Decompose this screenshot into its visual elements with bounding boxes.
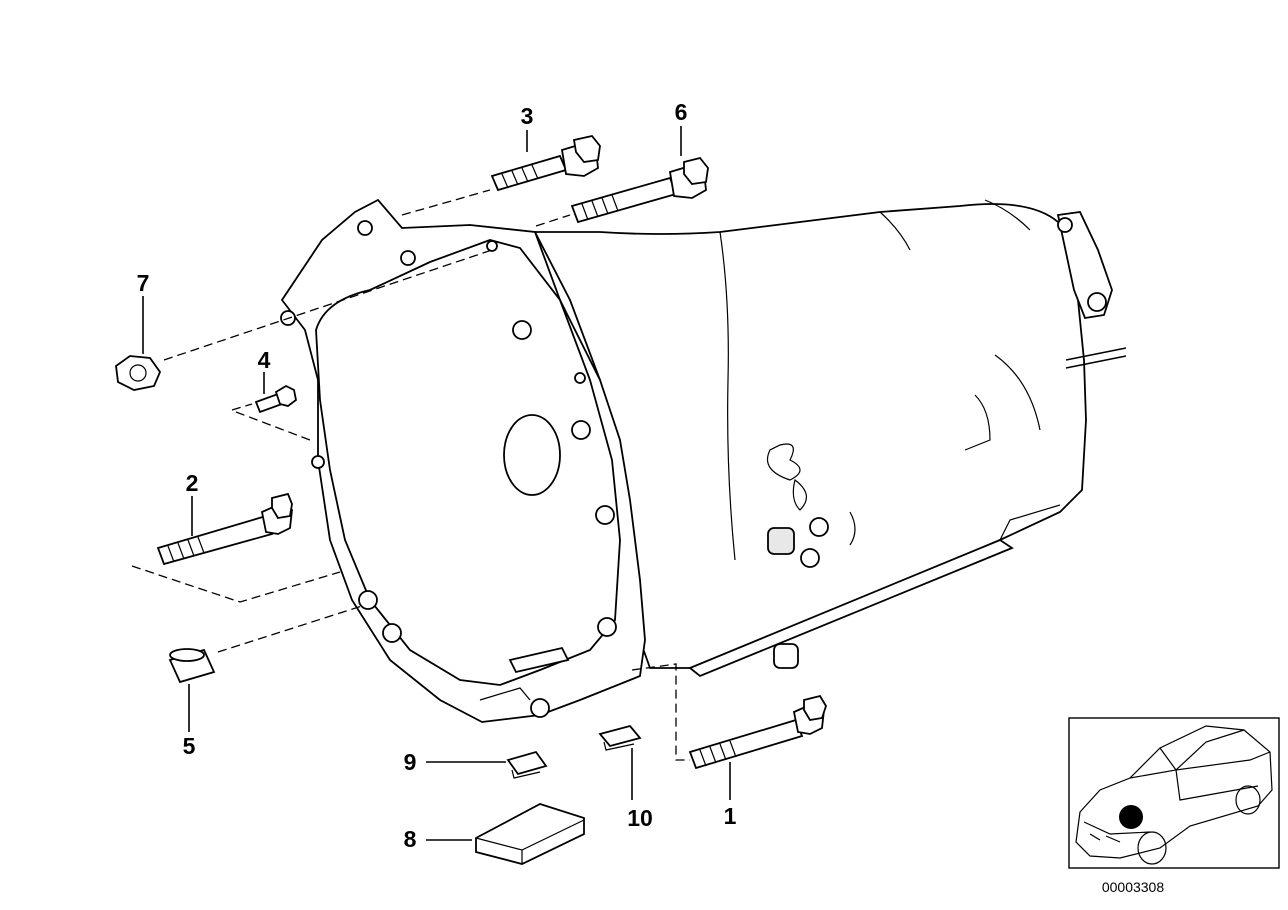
callout-labels: 3 6 7 4 2 5 9 8 10 1: [137, 99, 737, 852]
callout-leaders: [142, 126, 731, 841]
bolt-4: [254, 384, 297, 414]
bolt-1: [688, 694, 827, 770]
cover-plate-8: [475, 803, 585, 865]
bolt-6: [570, 156, 709, 224]
clip-10: [598, 724, 642, 751]
diagram-reference-number: 00003308: [1102, 879, 1165, 895]
callout-4: 4: [258, 347, 271, 373]
callout-8: 8: [404, 826, 417, 852]
callout-6: 6: [675, 99, 688, 125]
bolt-3: [490, 134, 601, 192]
transmission-housing: [280, 198, 1127, 723]
car-locator-icon: [1068, 717, 1280, 869]
nut-7: [115, 355, 162, 391]
clip-9: [506, 750, 548, 779]
bolt-2: [156, 492, 293, 566]
sleeve-5: [168, 648, 216, 684]
callout-9: 9: [404, 749, 417, 775]
callout-5: 5: [183, 733, 196, 759]
location-marker: [1119, 805, 1143, 829]
callout-10: 10: [627, 805, 653, 831]
assembly-lines: [131, 189, 690, 761]
callout-1: 1: [724, 803, 737, 829]
callout-3: 3: [521, 103, 534, 129]
callout-7: 7: [137, 270, 150, 296]
callout-2: 2: [186, 470, 199, 496]
